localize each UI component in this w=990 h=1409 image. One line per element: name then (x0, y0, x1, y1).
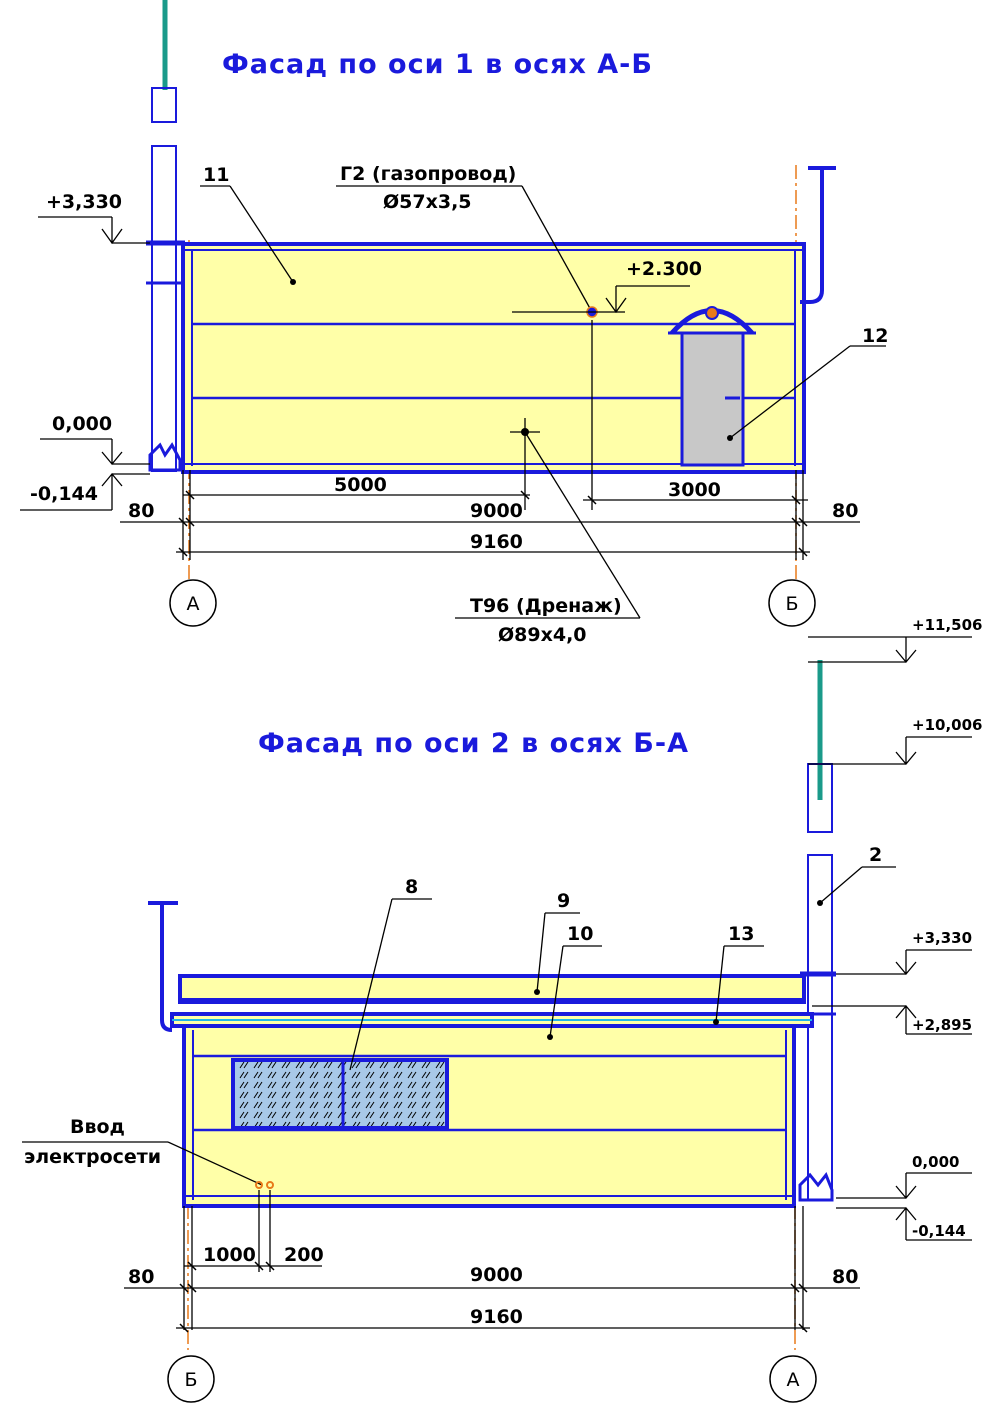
axis-bubble-right (768, 579, 816, 627)
vent-pipe-cap (151, 87, 177, 123)
axis-bubble-left (169, 579, 217, 627)
callout-12: 12 (862, 325, 888, 347)
power-input-point-2 (266, 1181, 274, 1189)
dim-5000: 5000 (334, 474, 387, 496)
power-input-point-1 (255, 1181, 263, 1189)
mark-zero: 0,000 (52, 413, 112, 435)
dim-1000: 1000 (203, 1244, 256, 1266)
drain-pipe-label: Т96 (Дренаж) (470, 595, 622, 617)
callout-8: 8 (405, 876, 418, 898)
mark-minus: -0,144 (30, 483, 98, 505)
dim-80-left: 80 (128, 500, 154, 522)
gas-pipe-size: Ø57x3,5 (383, 191, 472, 213)
mark-2895: +2,895 (912, 1016, 972, 1034)
mark-zero-f2: 0,000 (912, 1153, 959, 1171)
dim-9000: 9000 (470, 500, 523, 522)
power-input-label-2: электросети (24, 1146, 161, 1168)
facade-2-title: Фасад по оси 2 в осях Б-А (258, 728, 689, 759)
dim-200: 200 (284, 1244, 324, 1266)
facade-1: Фасад по оси 1 в осях А-Б 11 (20, 0, 888, 646)
drain-pipe-left (160, 903, 173, 1032)
axis-label-left-f2: Б (184, 1369, 197, 1391)
callout-9: 9 (557, 890, 570, 912)
mark-3330-f2: +3,330 (912, 929, 972, 947)
mark-10006: +10,006 (912, 716, 982, 734)
callout-13: 13 (728, 923, 754, 945)
callout-11: 11 (203, 164, 229, 186)
facade-1-title: Фасад по оси 1 в осях А-Б (222, 49, 653, 80)
dim-9160: 9160 (470, 531, 523, 553)
parapet (178, 974, 806, 1004)
dim-3000: 3000 (668, 479, 721, 501)
axis-label-right-f2: А (787, 1369, 800, 1391)
axis-label-right: Б (785, 593, 798, 615)
dim-80-right: 80 (832, 500, 858, 522)
dim-9000-f2: 9000 (470, 1264, 523, 1286)
gas-pipe-label: Г2 (газопровод) (340, 163, 516, 185)
mark-3330: +3,330 (46, 191, 122, 213)
axis-bubble-right-f2 (769, 1355, 817, 1403)
mark-2300: +2.300 (626, 258, 702, 280)
callout-2: 2 (869, 844, 882, 866)
vent-pipe-shaft (151, 145, 177, 472)
dim-80-right-f2: 80 (832, 1266, 858, 1288)
power-input-label: Ввод (70, 1116, 125, 1138)
mark-11506: +11,506 (912, 616, 982, 634)
callout-10: 10 (567, 923, 593, 945)
axis-label-left: А (187, 593, 200, 615)
mark-minus-f2: -0,144 (912, 1222, 966, 1240)
facade-2: Фасад по оси 2 в осях Б-А 8 9 (22, 616, 982, 1403)
axis-bubble-left-f2 (167, 1355, 215, 1403)
window (231, 1058, 449, 1130)
drain-pipe-right (800, 168, 824, 304)
dim-80-left-f2: 80 (128, 1266, 154, 1288)
drain-pipe-size: Ø89x4,0 (498, 624, 587, 646)
dim-9160-f2: 9160 (470, 1306, 523, 1328)
